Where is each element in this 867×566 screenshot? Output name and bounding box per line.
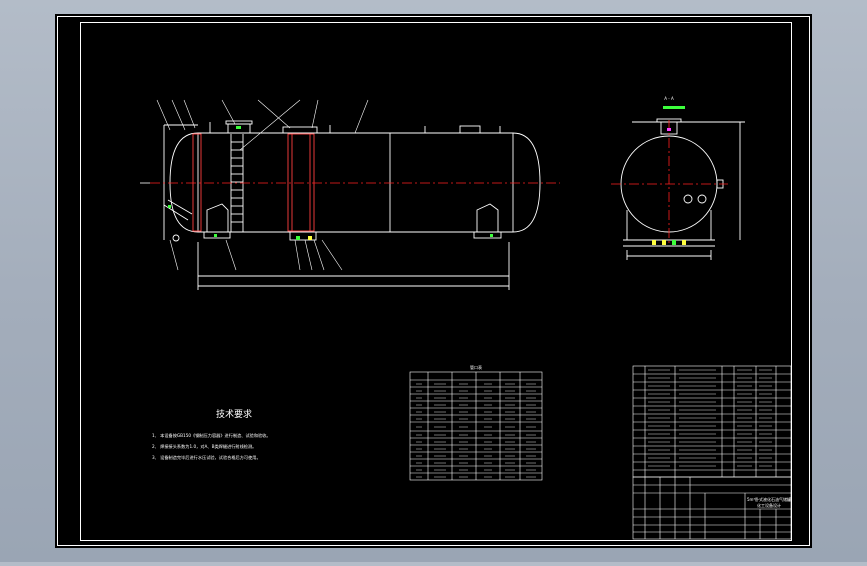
side-view (620, 118, 745, 260)
saddle-right (476, 203, 499, 232)
outer-frame (57, 16, 810, 546)
parts-list (632, 365, 792, 478)
tech-requirement-1: 1、 本设备按GB150《钢制压力容器》进行制造、试验和验收。 (152, 432, 271, 439)
parts-list-columns (644, 366, 777, 477)
parts-list-cell-marks (648, 369, 772, 467)
front-view-accent-marks (168, 126, 493, 240)
tech-requirements: 技术要求 1、 本设备按GB150《钢制压力容器》进行制造、试验和验收。 2、 … (152, 408, 271, 461)
nozzle-table: 管口表 (409, 364, 543, 481)
tech-requirements-title: 技术要求 (216, 408, 252, 420)
ladder-rungs (231, 141, 243, 223)
callout-leaders (156, 99, 369, 271)
left-head-bracket (163, 124, 198, 240)
top-nozzle-group (282, 126, 318, 134)
inner-plate-left (192, 133, 202, 232)
inner-baffle (287, 133, 315, 232)
nozzle-table-title: 管口表 (470, 364, 482, 370)
tech-requirement-2: 2、 焊接接头系数为1.0，对A、B类焊缝进行射线检测。 (152, 443, 256, 450)
saddle-left (206, 203, 229, 232)
bottom-nozzles (289, 231, 317, 241)
top-nozzle-right (459, 125, 481, 134)
side-view-accent-marks (652, 128, 686, 245)
title-block-line2: 化工设备设计 (757, 502, 781, 508)
front-view (156, 99, 541, 290)
nozzle-table-columns (427, 372, 521, 480)
title-block (632, 476, 792, 540)
nozzle-table-cell-marks (416, 383, 536, 478)
inner-frame (80, 22, 792, 541)
tech-requirement-3: 3、 设备制造完毕后进行水压试验，试验合格后方可使用。 (152, 454, 261, 461)
side-view-green-label (663, 106, 685, 109)
side-view-label: A - A (664, 96, 674, 101)
drawing-background (55, 14, 812, 548)
title-block-line1: 5m³卧式液化石油气储罐 (747, 496, 791, 502)
parts-list-rows (633, 373, 791, 471)
